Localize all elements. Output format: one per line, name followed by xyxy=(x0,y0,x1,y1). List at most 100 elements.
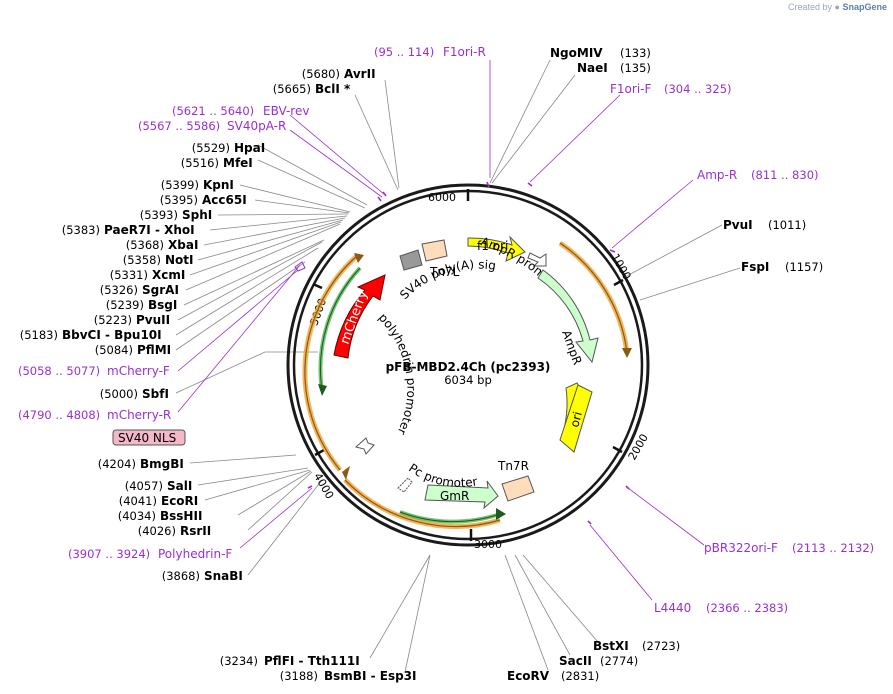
mcherry-primer-marker xyxy=(294,261,306,272)
enzyme-name-fspi[interactable]: FspI xyxy=(741,260,769,274)
arc-arrowhead xyxy=(496,508,506,520)
enzyme-pos-rsrii: (4026) xyxy=(138,524,176,538)
primer-name-mcherry-r[interactable]: mCherry-R xyxy=(107,408,171,422)
tick-marks xyxy=(312,189,624,541)
enzyme-name-snabi[interactable]: SnaBI xyxy=(204,569,243,583)
primer-name-ebv-rev[interactable]: EBV-rev xyxy=(263,104,309,118)
enzyme-name-bsshii[interactable]: BssHII xyxy=(160,509,202,523)
enzyme-pos-bmgbi: (4204) xyxy=(98,457,136,471)
enzyme-name-hpai[interactable]: HpaI xyxy=(234,141,265,155)
watermark-brand: SnapGene xyxy=(842,2,887,12)
enzyme-name-bcli[interactable]: BclI * xyxy=(315,82,351,96)
enzyme-name-noti[interactable]: NotI xyxy=(165,253,194,267)
enzyme-name-bmgbi[interactable]: BmgBI xyxy=(140,457,184,471)
primer-labels[interactable]: (95 .. 114) F1ori-R F1ori-F (304 .. 325)… xyxy=(18,45,874,615)
enzyme-pos-ecori: (4041) xyxy=(119,494,157,508)
feature-tn7r: Tn7R xyxy=(497,459,535,502)
enzyme-name-sphi[interactable]: SphI xyxy=(182,208,212,222)
enzyme-name-mfei[interactable]: MfeI xyxy=(223,156,253,170)
enzyme-name-avrii[interactable]: AvrII xyxy=(344,67,376,81)
plasmid-length: 6034 bp xyxy=(444,373,492,387)
enzyme-name-bsmbi[interactable]: BsmBI - Esp3I xyxy=(324,669,417,683)
arc-arrowhead xyxy=(318,384,327,396)
enzyme-pos-naei: (135) xyxy=(620,61,651,75)
enzyme-name-sali[interactable]: SalI xyxy=(167,479,192,493)
enzyme-name-xcmi[interactable]: XcmI xyxy=(152,268,185,282)
primer-range-f1ori-r: (95 .. 114) xyxy=(374,45,434,59)
primer-range-mcherry-f: (5058 .. 5077) xyxy=(18,364,100,378)
enzyme-pos-ecorv: (2831) xyxy=(561,669,599,683)
enzyme-name-bsgi[interactable]: BsgI xyxy=(148,298,177,312)
primer-range-pbr322ori-f: (2113 .. 2132) xyxy=(792,541,874,555)
enzyme-pos-bbvci: (5183) xyxy=(20,328,58,342)
enzyme-name-pflmi[interactable]: PflMI xyxy=(137,343,171,357)
enzyme-pos-ngomiv: (133) xyxy=(620,46,651,60)
feature-label-mcherry: mCherry xyxy=(338,288,371,346)
enzyme-pos-pflfi: (3234) xyxy=(220,654,258,668)
enzyme-pos-sbfi: (5000) xyxy=(100,387,138,401)
enzyme-name-kpni[interactable]: KpnI xyxy=(203,178,234,192)
enzyme-pos-pflmi: (5084) xyxy=(95,343,133,357)
enzyme-name-rsrii[interactable]: RsrII xyxy=(180,524,211,538)
enzyme-name-bstxi[interactable]: BstXI xyxy=(593,639,629,653)
arc-arrowhead xyxy=(354,253,364,263)
feature-f1-ori: f1 ori xyxy=(467,235,526,262)
primer-range-ebv-rev: (5621 .. 5640) xyxy=(172,104,254,118)
enzyme-pos-avrii: (5680) xyxy=(302,67,340,81)
enzyme-name-ecorv[interactable]: EcoRV xyxy=(507,669,550,683)
enzyme-name-sbfi[interactable]: SbfI xyxy=(142,387,169,401)
enzyme-pos-bsgi: (5239) xyxy=(106,298,144,312)
feature-tn7l: Tn7L xyxy=(421,239,460,279)
enzyme-pos-xbai: (5368) xyxy=(126,238,164,252)
enzyme-name-paer7i[interactable]: PaeR7I - XhoI xyxy=(104,223,195,237)
enzyme-pos-snabi: (3868) xyxy=(162,569,200,583)
feature-ampr: AmpR xyxy=(537,269,599,367)
enzyme-name-sacii[interactable]: SacII xyxy=(559,654,592,668)
snapgene-watermark: Created by ● SnapGene xyxy=(788,2,887,12)
primer-name-amp-r[interactable]: Amp-R xyxy=(697,168,737,182)
enzyme-name-bbvci[interactable]: BbvCI - Bpu10I xyxy=(62,328,162,342)
feature-label-pc-promoter: Pc promoter xyxy=(406,461,478,490)
primer-name-l4440[interactable]: L4440 xyxy=(654,601,691,615)
enzyme-list-bottom[interactable]: (3234) PflFI - Tth111I (3188) BsmBI - Es… xyxy=(220,639,681,683)
green-arcs xyxy=(318,266,501,524)
feature-label-ori: ori xyxy=(567,410,585,429)
enzyme-pos-paer7i: (5383) xyxy=(62,223,100,237)
plasmid-name: pFB-MBD2.4Ch (pc2393) xyxy=(386,360,551,374)
feature-gmr: GmR xyxy=(424,480,499,510)
enzyme-pos-sali: (4057) xyxy=(125,479,163,493)
backbone-outer-ring xyxy=(286,183,650,547)
primer-name-polyhedrin-f[interactable]: Polyhedrin-F xyxy=(158,547,232,561)
sv40-nls-label: SV40 NLS xyxy=(118,431,176,445)
primer-name-f1ori-r[interactable]: F1ori-R xyxy=(443,45,486,59)
enzyme-name-acc65i[interactable]: Acc65I xyxy=(202,193,247,207)
enzyme-name-xbai[interactable]: XbaI xyxy=(168,238,198,252)
primer-name-sv40pa-r[interactable]: SV40pA-R xyxy=(227,119,286,133)
enzyme-name-sgrai[interactable]: SgrAI xyxy=(142,283,179,297)
primer-range-amp-r: (811 .. 830) xyxy=(751,168,819,182)
enzyme-list-left[interactable]: (5680) AvrII (5665) BclI * (5529) HpaI (… xyxy=(20,67,376,583)
feature-label-tn7l: Tn7L xyxy=(429,265,460,279)
enzyme-name-ngomiv[interactable]: NgoMIV xyxy=(550,46,603,60)
enzyme-name-text: BbvCI xyxy=(62,328,101,342)
enzyme-list-right[interactable]: NgoMIV (133) NaeI (135) PvuI (1011) FspI… xyxy=(550,46,823,274)
enzyme-pos-xcmi: (5331) xyxy=(110,268,148,282)
watermark-created-by: Created by xyxy=(787,2,833,12)
enzyme-name-naei[interactable]: NaeI xyxy=(577,61,608,75)
enzyme-pos-noti: (5358) xyxy=(123,253,161,267)
primer-name-mcherry-f[interactable]: mCherry-F xyxy=(107,364,170,378)
enzyme-name-ecori[interactable]: EcoRI xyxy=(161,494,198,508)
sv40-nls-feature[interactable]: SV40 NLS xyxy=(112,429,186,446)
enzyme-name-pvui[interactable]: PvuI xyxy=(723,218,753,232)
enzyme-name-pvuii[interactable]: PvuII xyxy=(136,313,170,327)
primer-name-pbr322ori-f[interactable]: pBR322ori-F xyxy=(704,541,778,555)
enzyme-name-pflfi[interactable]: PflFI - Tth111I xyxy=(264,654,360,668)
enzyme-name-text: BclI xyxy=(315,82,340,96)
primer-range-f1ori-f: (304 .. 325) xyxy=(664,82,732,96)
primer-leader-lines xyxy=(177,60,705,601)
enzyme-suffix: - Esp3I xyxy=(366,669,416,683)
tick-3000: 3000 xyxy=(474,538,502,551)
primer-name-f1ori-f[interactable]: F1ori-F xyxy=(610,82,651,96)
enzyme-pos-sphi: (5393) xyxy=(140,208,178,222)
